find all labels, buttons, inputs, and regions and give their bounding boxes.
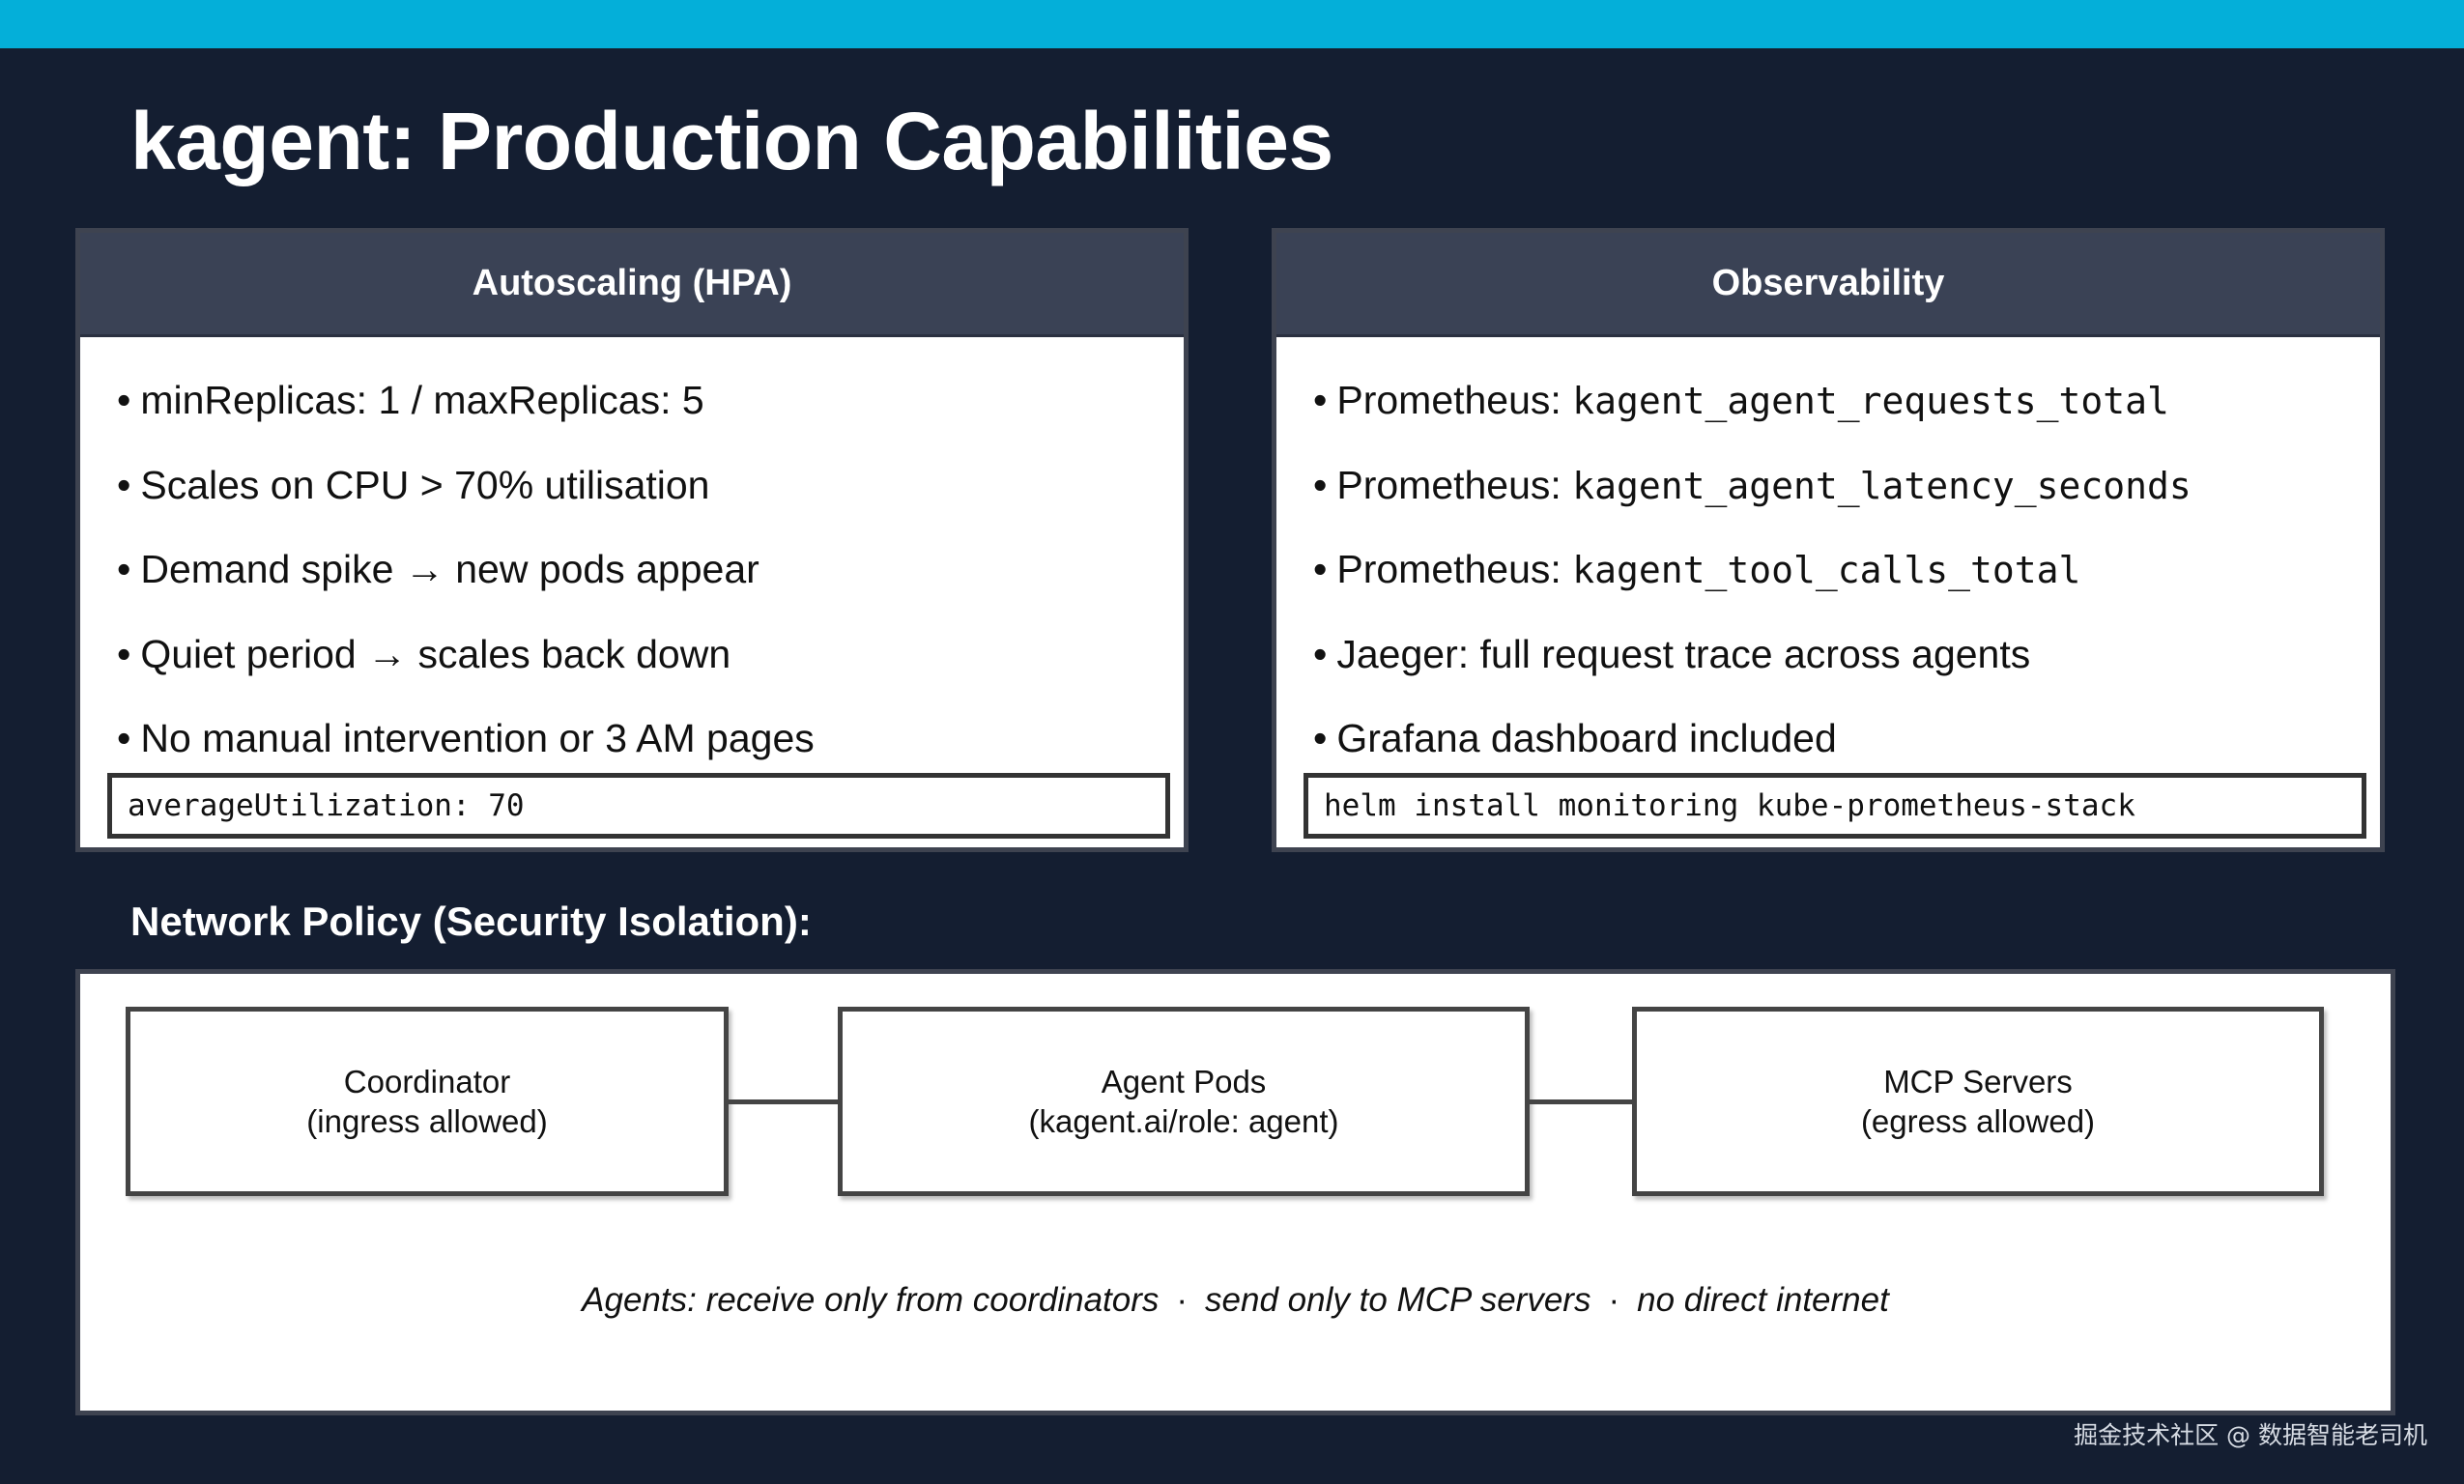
observability-panel: Observability Prometheus: kagent_agent_r… [1272,228,2385,852]
agent-mcp-connector [1530,1099,1632,1104]
observability-bullet-2: Prometheus: kagent_agent_latency_seconds [1313,443,2380,528]
network-policy-panel: Coordinator (ingress allowed) Agent Pods… [75,969,2395,1415]
mcp-servers-node-name: MCP Servers [1883,1064,2073,1099]
bullet-prefix: Prometheus: [1336,462,1573,507]
mcp-servers-node: MCP Servers (egress allowed) [1632,1007,2324,1196]
observability-bullet-1: Prometheus: kagent_agent_requests_total [1313,358,2380,443]
observability-panel-header: Observability [1276,233,2380,337]
bullet-text: Jaeger: full request trace across agents [1336,631,2031,676]
coordinator-node: Coordinator (ingress allowed) [126,1007,729,1196]
bullet-prefix: Prometheus: [1336,378,1573,422]
page-title: kagent: Production Capabilities [130,96,1333,186]
metric-name: kagent_agent_latency_seconds [1572,464,2192,507]
agent-pods-node-name: Agent Pods [1101,1064,1267,1099]
autoscaling-panel-header: Autoscaling (HPA) [80,233,1184,337]
watermark: 掘金技术社区 @ 数据智能老司机 [2074,1421,2427,1449]
caption-part-3: no direct internet [1637,1281,1889,1319]
metric-name: kagent_tool_calls_total [1572,549,2081,591]
observability-code-snippet: helm install monitoring kube-prometheus-… [1304,773,2366,839]
autoscaling-bullet-3: Demand spike → new pods appear [117,528,1184,613]
observability-bullet-list: Prometheus: kagent_agent_requests_total … [1276,337,2380,782]
autoscaling-bullet-4: Quiet period → scales back down [117,613,1184,698]
caption-separator: · [1176,1281,1189,1319]
top-accent-bar [0,0,2464,48]
caption-part-1: Agents: receive only from coordinators [582,1281,1160,1319]
autoscaling-bullet-5: No manual intervention or 3 AM pages [117,697,1184,782]
network-policy-caption: Agents: receive only from coordinators · s… [80,1281,2391,1320]
network-policy-label: Network Policy (Security Isolation): [130,899,812,944]
observability-bullet-3: Prometheus: kagent_tool_calls_total [1313,528,2380,613]
coordinator-agent-connector [729,1099,838,1104]
observability-bullet-5: Grafana dashboard included [1313,697,2380,782]
agent-pods-node-detail: (kagent.ai/role: agent) [1028,1103,1339,1139]
observability-bullet-4: Jaeger: full request trace across agents [1313,613,2380,698]
autoscaling-panel: Autoscaling (HPA) minReplicas: 1 / maxRe… [75,228,1189,852]
mcp-servers-node-detail: (egress allowed) [1860,1103,2096,1139]
autoscaling-code-snippet: averageUtilization: 70 [107,773,1170,839]
coordinator-node-detail: (ingress allowed) [306,1103,548,1139]
autoscaling-bullet-list: minReplicas: 1 / maxReplicas: 5 Scales o… [80,337,1184,782]
bullet-prefix: Prometheus: [1336,547,1573,591]
autoscaling-bullet-1: minReplicas: 1 / maxReplicas: 5 [117,358,1184,443]
metric-name: kagent_agent_requests_total [1572,380,2169,422]
caption-separator: · [1608,1281,1620,1319]
bullet-text: Grafana dashboard included [1336,716,1837,760]
autoscaling-bullet-2: Scales on CPU > 70% utilisation [117,443,1184,528]
caption-part-2: send only to MCP servers [1205,1281,1591,1319]
agent-pods-node: Agent Pods (kagent.ai/role: agent) [838,1007,1530,1196]
coordinator-node-name: Coordinator [343,1064,511,1099]
